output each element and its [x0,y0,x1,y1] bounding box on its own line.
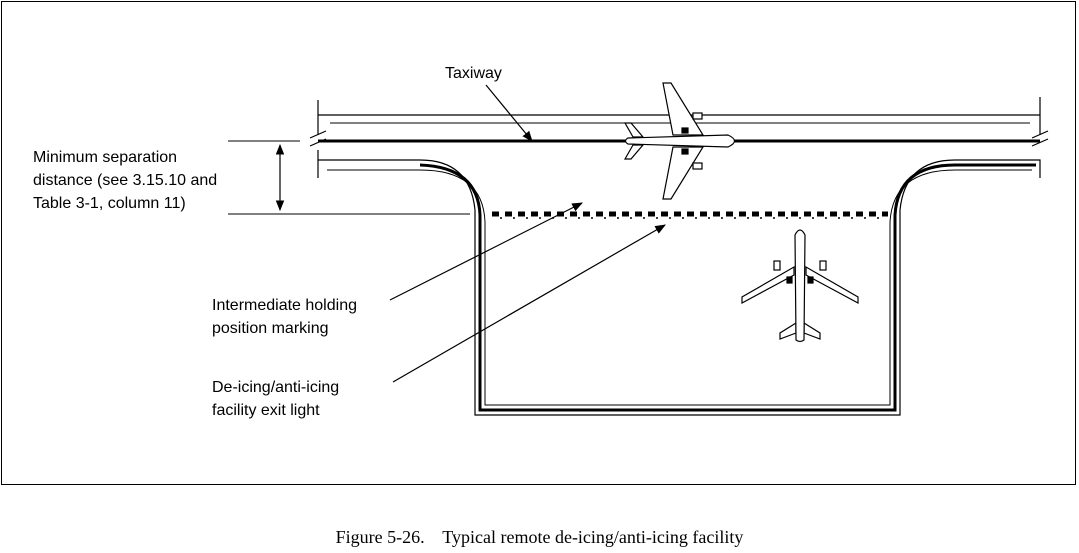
min-separation-label-line3: Table 3-1, column 11) [33,195,186,212]
exit-light-label-line1: De-icing/anti-icing [212,379,339,396]
min-separation-label-line1: Minimum separation [33,149,177,166]
aircraft-pad-icon [741,229,859,343]
figure-caption: Figure 5-26. Typical remote de-icing/ant… [335,527,744,547]
deicing-pad [317,150,1041,416]
exit-light-label-line2: facility exit light [212,402,320,419]
min-separation-dimension [228,140,470,215]
leader-lines [389,84,666,383]
taxiway-label: Taxiway [445,65,502,82]
holding-marking-leader [389,202,583,301]
aircraft-taxiway-icon [623,82,736,200]
holding-position-marking [492,211,888,219]
taxiway-leader [485,84,533,142]
holding-marking-label-line1: Intermediate holding [212,297,357,314]
diagram-frame [1,1,1076,485]
exit-light-leader [392,224,666,383]
holding-marking-label-line2: position marking [212,320,329,337]
min-separation-label-line2: distance (see 3.15.10 and [33,172,217,189]
